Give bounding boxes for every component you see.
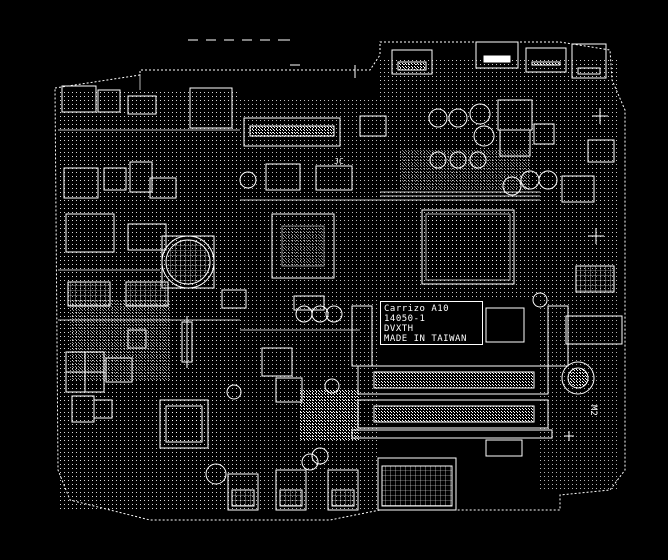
connector-j3 — [525, 47, 567, 73]
coin-cell-battery — [161, 235, 215, 289]
connector-j1 — [391, 49, 433, 75]
mounting-holes — [532, 108, 608, 441]
apu-chip — [421, 209, 515, 285]
dimm-slot-b — [357, 399, 549, 429]
bottom-connectors — [205, 439, 523, 511]
silkscreen-label-box: Carrizo A10 14050-1 DVXTH MADE IN TAIWAN — [380, 301, 483, 345]
connector-j5 — [377, 457, 457, 511]
silkscreen-line-4: MADE IN TAIWAN — [384, 334, 467, 344]
dimm-slots — [351, 305, 569, 439]
chip-u2 — [271, 213, 335, 279]
connector-label-jc: JC — [334, 157, 344, 166]
alignment-mark-icon — [181, 316, 193, 368]
chip-u4 — [485, 307, 525, 343]
top-connectors — [391, 41, 607, 79]
board-outline — [54, 41, 626, 521]
mount-hole-label-m2: M2 — [588, 405, 598, 416]
silkscreen-line-2: 14050-1 — [384, 314, 426, 324]
dimm-connector-top — [243, 117, 341, 147]
top-edge-markers — [188, 39, 356, 78]
silkscreen-line-1: Carrizo A10 — [384, 304, 450, 314]
left-components — [61, 85, 233, 423]
connector-j4 — [571, 43, 607, 79]
main-chips — [159, 209, 525, 449]
chip-u3 — [159, 399, 209, 449]
capacitor-cluster — [359, 99, 623, 345]
dimm-slot-a — [357, 365, 549, 395]
middle-components — [221, 117, 353, 471]
silkscreen-line-3: DVXTH — [384, 324, 414, 334]
traces — [58, 74, 540, 331]
connector-j2 — [475, 41, 519, 69]
